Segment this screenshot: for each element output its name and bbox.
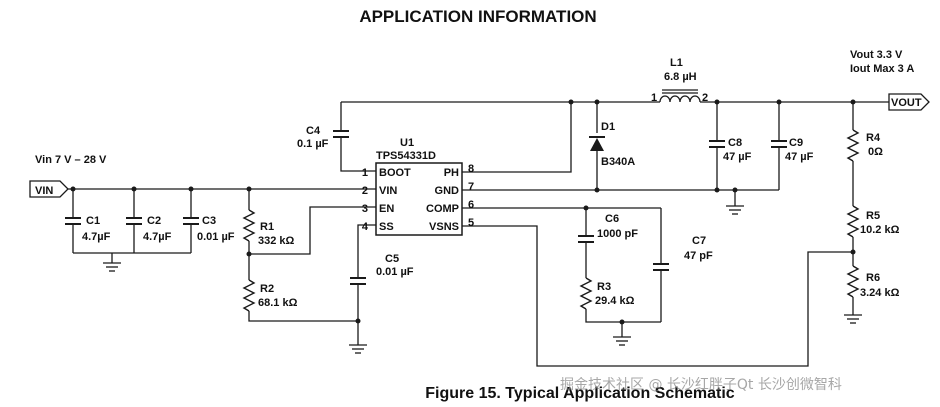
ic-part-number: TPS54331D [376, 150, 436, 162]
pin-name-comp: COMP [426, 203, 459, 215]
c8-value: 47 µF [723, 151, 752, 163]
vin-port-label: VIN [35, 185, 53, 197]
vin-range-label: Vin 7 V – 28 V [35, 154, 107, 166]
c9-ref: C9 [789, 137, 803, 149]
capacitor-c3 [183, 189, 199, 253]
pin-num-8: 8 [468, 163, 474, 175]
r2-value: 68.1 kΩ [258, 297, 298, 309]
ground-icon [349, 344, 367, 354]
pin-num-2: 2 [362, 185, 368, 197]
ground-icon [613, 336, 631, 346]
pin-name-boot: BOOT [379, 167, 411, 179]
resistor-r1 [242, 209, 256, 242]
pin-num-4: 4 [362, 221, 369, 233]
pin-num-1: 1 [362, 167, 368, 179]
vout-port: VOUT [888, 93, 930, 111]
vout-voltage-label: Vout 3.3 V [850, 49, 903, 61]
r5-value: 10.2 kΩ [860, 224, 900, 236]
resistor-r4 [846, 129, 860, 162]
ss-wire [357, 224, 376, 345]
capacitor-c8 [709, 102, 725, 190]
l1-pin2: 2 [702, 92, 708, 104]
diode-d1 [589, 136, 605, 151]
d1-ref: D1 [601, 121, 615, 133]
input-ground-wire [73, 252, 191, 263]
c4-value: 0.1 µF [297, 138, 329, 150]
c1-value: 4.7µF [82, 231, 111, 243]
watermark-text: 掘金技术社区 @ 长沙红胖子Qt 长沙创微智科 [560, 377, 842, 393]
capacitor-c2 [126, 189, 142, 253]
r1-value: 332 kΩ [258, 235, 295, 247]
inductor-l1 [659, 89, 701, 103]
pin-name-vsns: VSNS [429, 221, 459, 233]
c2-ref: C2 [147, 215, 161, 227]
vout-port-label: VOUT [891, 97, 922, 109]
pin-num-5: 5 [468, 217, 474, 229]
l1-pin1: 1 [651, 92, 657, 104]
c5-value: 0.01 µF [376, 266, 414, 278]
pin-num-3: 3 [362, 203, 368, 215]
c7-ref: C7 [692, 235, 706, 247]
r4-value: 0Ω [868, 146, 883, 158]
ground-icon [103, 262, 121, 272]
ph-wire [462, 102, 572, 173]
page-title: APPLICATION INFORMATION [359, 7, 596, 26]
c3-ref: C3 [202, 215, 216, 227]
pin-num-7: 7 [468, 181, 474, 193]
pin-num-6: 6 [468, 199, 474, 211]
r6-ref: R6 [866, 272, 880, 284]
capacitor-c4 [333, 130, 349, 138]
resistor-r2 [242, 279, 256, 312]
c5-ref: C5 [385, 253, 399, 265]
pin-name-vin: VIN [379, 185, 397, 197]
c6-ref: C6 [605, 213, 619, 225]
resistor-r5 [846, 205, 860, 238]
pin-name-en: EN [379, 203, 394, 215]
pin-name-gnd: GND [435, 185, 460, 197]
vin-port: VIN [29, 180, 69, 198]
c6-value: 1000 pF [597, 228, 638, 240]
resistor-r3 [579, 277, 593, 310]
ground-icon [726, 205, 744, 215]
c9-value: 47 µF [785, 151, 814, 163]
c4-ref: C4 [306, 125, 321, 137]
capacitor-c1 [65, 189, 81, 253]
capacitor-c7 [653, 208, 669, 322]
r6-value: 3.24 kΩ [860, 287, 900, 299]
c7-value: 47 pF [684, 250, 713, 262]
vout-current-label: Iout Max 3 A [850, 63, 914, 75]
c1-ref: C1 [86, 215, 100, 227]
pin-name-ss: SS [379, 221, 394, 233]
capacitor-c5 [350, 277, 366, 285]
boot-wire [340, 102, 376, 172]
capacitor-c9 [771, 102, 787, 190]
r3-ref: R3 [597, 281, 611, 293]
r2-ref: R2 [260, 283, 274, 295]
l1-value: 6.8 µH [664, 71, 697, 83]
resistor-r6 [846, 265, 860, 298]
vsns-feedback-wire [462, 225, 853, 367]
ic-u1-body [375, 162, 463, 236]
r5-ref: R5 [866, 210, 880, 222]
r4-ref: R4 [866, 132, 881, 144]
pin-name-ph: PH [444, 167, 459, 179]
c2-value: 4.7µF [143, 231, 172, 243]
c8-ref: C8 [728, 137, 742, 149]
figure-caption: Figure 15. Typical Application Schematic [425, 385, 735, 402]
r1-ref: R1 [260, 221, 274, 233]
capacitor-c6 [578, 208, 594, 278]
c3-value: 0.01 µF [197, 231, 235, 243]
r3-value: 29.4 kΩ [595, 295, 635, 307]
l1-ref: L1 [670, 57, 683, 69]
ic-ref: U1 [400, 137, 414, 149]
ground-icon [844, 314, 862, 324]
en-wire [249, 206, 376, 255]
d1-value: B340A [601, 156, 635, 168]
